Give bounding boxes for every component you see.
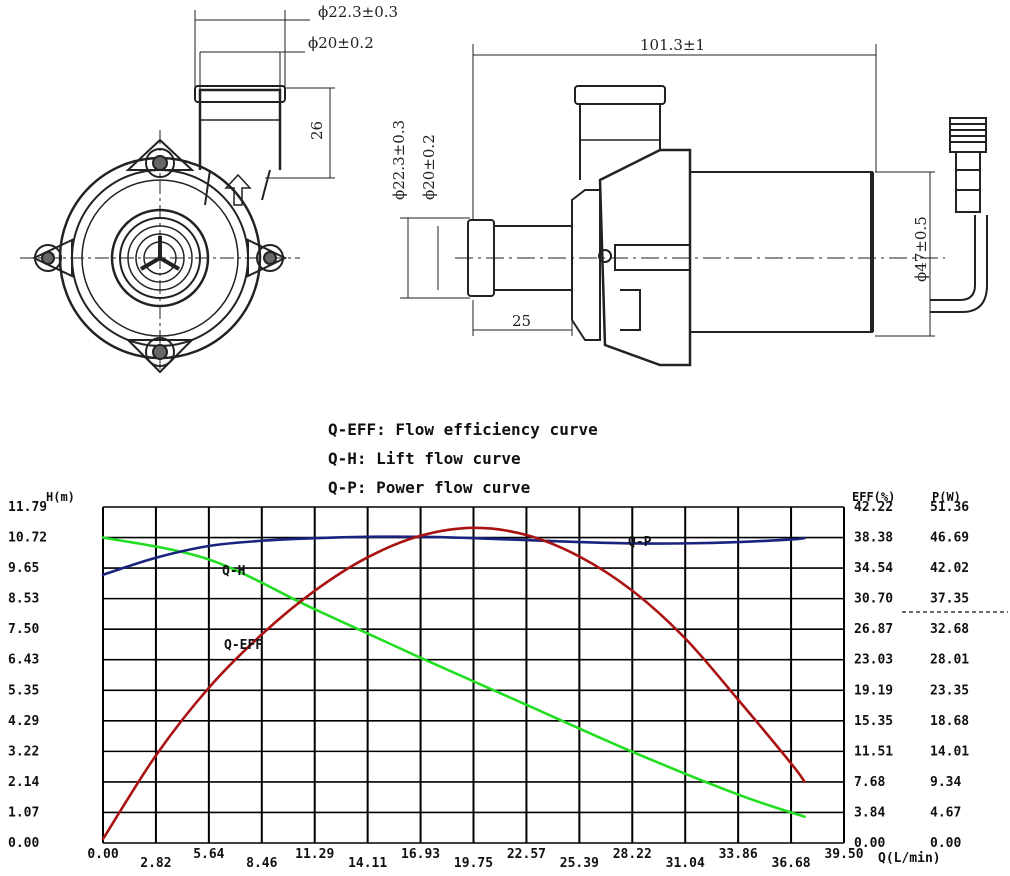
h-tick-label: 11.79 [8,500,47,515]
eff-tick-label: 38.38 [854,531,893,546]
p-tick-label: 32.68 [930,622,969,637]
x-tick-label: 33.86 [719,847,758,862]
h-tick-label: 5.35 [8,683,39,698]
x-tick-label: 36.68 [772,856,811,871]
x-tick-label: 39.50 [824,847,863,862]
h-tick-label: 6.43 [8,653,39,668]
p-tick-label: 42.02 [930,561,969,576]
x-axis-label: Q(L/min) [878,851,941,866]
eff-tick-label: 23.03 [854,653,893,668]
eff-tick-label: 26.87 [854,622,893,637]
side-dim-inlet-length: 25 [512,312,531,330]
p-tick-label: 23.35 [930,683,969,698]
eff-tick-label: 0.00 [854,836,885,851]
legend-eff: Q-EFF: Flow efficiency curve [328,420,598,439]
front-dim-height: 26 [308,121,326,140]
x-tick-label: 5.64 [193,847,224,862]
h-tick-label: 4.29 [8,714,39,729]
h-tick-label: 2.14 [8,775,39,790]
p-tick-label: 9.34 [930,775,961,790]
legend-h: Q-H: Lift flow curve [328,449,521,468]
eff-tick-label: 15.35 [854,714,893,729]
x-tick-label: 8.46 [246,856,277,871]
front-dim-outer-diameter: ϕ22.3±0.3 [318,3,398,21]
x-tick-label: 28.22 [613,847,652,862]
p-tick-label: 0.00 [930,836,961,851]
eff-tick-label: 11.51 [854,744,893,759]
p-tick-label: 4.67 [930,805,961,820]
chart-ticks: 0.00 2.82 5.64 8.46 11.29 14.11 16.93 19.75 22.5… [8,500,969,871]
x-tick-label: 19.75 [454,856,493,871]
side-view-drawing [455,85,988,367]
front-view-drawing [20,85,300,374]
x-tick-label: 25.39 [560,856,599,871]
series-label-q-h: Q-H [222,564,245,579]
h-tick-label: 7.50 [8,622,39,637]
series-line-q-eff [101,526,806,841]
curve-legend: Q-EFF: Flow efficiency curve Q-H: Lift f… [328,420,598,497]
h-tick-label: 0.00 [8,836,39,851]
h-tick-label: 1.07 [8,805,39,820]
performance-chart: Q-H Q-P Q-EFF 0.00 2.82 5.64 8.46 11.29 14.11 16… [8,490,1008,871]
h-tick-label: 9.65 [8,561,39,576]
chart-series: Q-H Q-P Q-EFF [101,526,806,841]
x-tick-label: 14.11 [348,856,387,871]
x-tick-label: 31.04 [666,856,705,871]
eff-tick-label: 34.54 [854,561,893,576]
x-tick-label: 11.29 [295,847,334,862]
x-tick-label: 2.82 [140,856,171,871]
side-view-dimensions [400,44,935,337]
side-dim-length: 101.3±1 [640,36,705,54]
series-line-q-h [101,536,806,819]
series-label-q-p: Q-P [628,535,652,550]
x-tick-label: 22.57 [507,847,546,862]
h-tick-label: 10.72 [8,531,47,546]
p-tick-label: 18.68 [930,714,969,729]
eff-tick-label: 19.19 [854,683,893,698]
legend-p: Q-P: Power flow curve [328,478,530,497]
y-right-eff-label: EFF(%) [852,490,895,504]
x-tick-label: 16.93 [401,847,440,862]
eff-tick-label: 3.84 [854,805,885,820]
side-dim-body-diameter: ϕ47±0.5 [912,216,930,282]
p-tick-label: 51.36 [930,500,969,515]
front-dim-inner-diameter: ϕ20±0.2 [308,34,374,52]
y-left-axis-label: H(m) [46,490,75,504]
eff-tick-label: 30.70 [854,592,893,607]
series-line-q-p [101,535,806,577]
side-dim-inner-diameter: ϕ20±0.2 [420,134,438,200]
eff-tick-label: 42.22 [854,500,893,515]
h-tick-label: 3.22 [8,744,39,759]
eff-tick-label: 7.68 [854,775,885,790]
p-tick-label: 28.01 [930,653,969,668]
x-tick-label: 0.00 [87,847,118,862]
p-tick-label: 46.69 [930,531,969,546]
side-dim-outer-diameter: ϕ22.3±0.3 [390,120,408,200]
front-view-dimensions [194,10,335,179]
y-right-p-label: P(W) [932,490,961,504]
p-tick-label: 14.01 [930,744,969,759]
p-tick-label: 37.35 [930,592,969,607]
series-label-q-eff: Q-EFF [224,638,263,653]
h-tick-label: 8.53 [8,592,39,607]
